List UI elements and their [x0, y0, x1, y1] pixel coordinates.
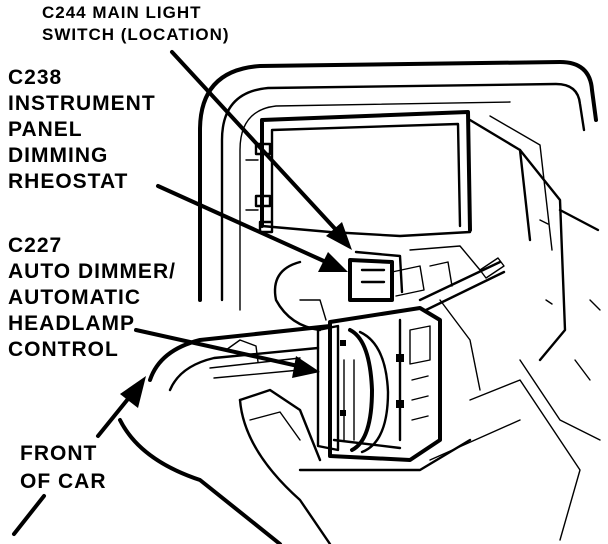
callout-c227-line4: HEADLAMP [8, 312, 135, 335]
main-light-switch-illustration [348, 250, 425, 302]
callout-c244-line1: C244 MAIN LIGHT [42, 3, 202, 22]
dashboard-illustration [118, 60, 601, 544]
dimmer-assembly-illustration [316, 306, 442, 462]
callout-c227: C227 AUTO DIMMER/ AUTOMATIC HEADLAMP CON… [8, 234, 176, 361]
callout-c238-line5: RHEOSTAT [8, 170, 128, 193]
callout-c244-line2: SWITCH (LOCATION) [42, 25, 230, 44]
callout-c244: C244 MAIN LIGHT SWITCH (LOCATION) [42, 3, 230, 44]
callout-c238-line4: DIMMING [8, 144, 108, 167]
callout-c227-line3: AUTOMATIC [8, 286, 141, 309]
callout-c238-line2: INSTRUMENT [8, 92, 156, 115]
callout-c238: C238 INSTRUMENT PANEL DIMMING RHEOSTAT [8, 66, 156, 193]
front-of-car-arrow [12, 376, 146, 536]
callout-c238-line1: C238 [8, 66, 62, 89]
callout-c238-line3: PANEL [8, 118, 83, 141]
leader-arrows [134, 50, 352, 378]
orientation-line2: OF CAR [20, 470, 107, 493]
callout-c227-line1: C227 [8, 234, 62, 257]
callout-c227-line5: CONTROL [8, 338, 119, 361]
callout-c227-line2: AUTO DIMMER/ [8, 260, 176, 283]
orientation-label: FRONT OF CAR [20, 442, 107, 493]
orientation-line1: FRONT [20, 442, 97, 465]
